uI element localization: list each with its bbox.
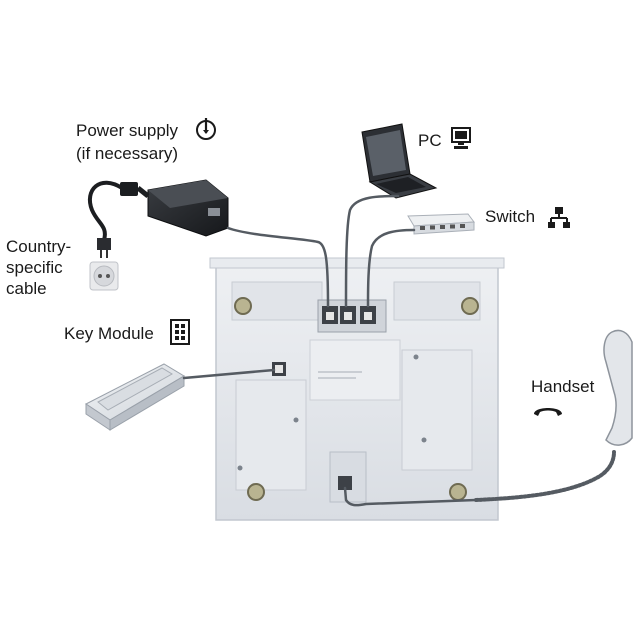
- handset-label: Handset: [531, 377, 595, 396]
- wall-socket: [89, 261, 119, 291]
- foot-top-left: [234, 297, 252, 315]
- power-supply-label: Power supply: [76, 121, 179, 140]
- handset-icon: [534, 408, 562, 416]
- network-icon: [548, 207, 570, 228]
- telephone-base: [209, 257, 505, 521]
- monitor-icon: [451, 127, 471, 149]
- cable-key-module: [182, 368, 276, 380]
- country-cable-line3: cable: [6, 279, 47, 298]
- pc-label: PC: [418, 131, 442, 150]
- cables: [182, 194, 616, 507]
- cable-pc: [344, 194, 400, 308]
- country-cable-label: Country- specific cable: [6, 236, 71, 299]
- power-icon: [196, 118, 216, 140]
- network-switch: [407, 213, 475, 235]
- country-cable-line1: Country-: [6, 237, 72, 256]
- key-module-icon: [170, 319, 190, 345]
- cable-handset-coil: [474, 450, 616, 502]
- cable-switch: [366, 228, 416, 308]
- port-handset: [338, 476, 352, 490]
- country-specific-cable: [88, 180, 124, 258]
- country-cable-line2: specific: [6, 258, 63, 277]
- cable-handset-internal: [343, 486, 478, 507]
- key-module-label: Key Module: [64, 324, 154, 343]
- cable-power: [226, 226, 330, 308]
- pc-laptop: [361, 123, 438, 199]
- switch-label: Switch: [485, 207, 536, 226]
- handset-device: [603, 329, 633, 446]
- power-supply-unit: [120, 179, 229, 237]
- foot-bottom-left: [247, 483, 265, 501]
- key-module-device: [85, 363, 185, 431]
- power-supply-note: (if necessary): [76, 144, 179, 163]
- foot-top-right: [461, 297, 479, 315]
- foot-bottom-right: [449, 483, 467, 501]
